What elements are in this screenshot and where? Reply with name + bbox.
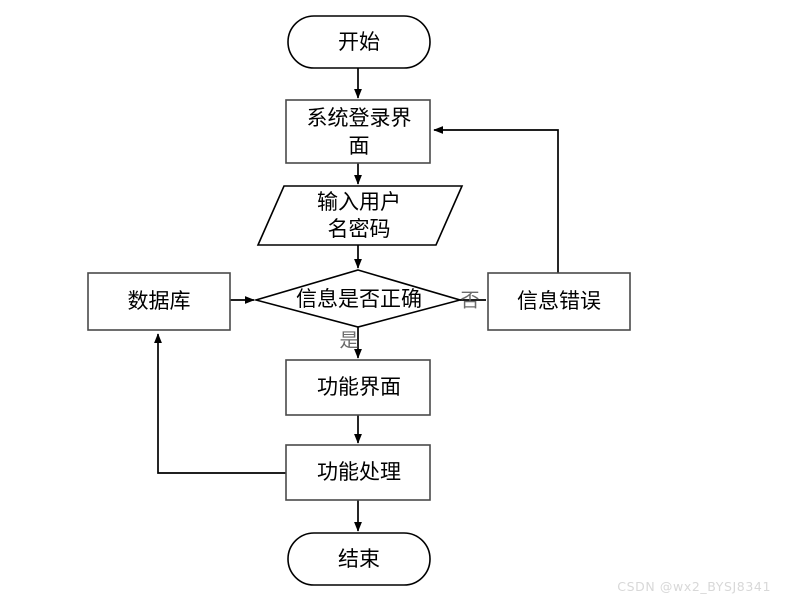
edge-error-to-login: [433, 126, 559, 273]
node-function-ui[interactable]: 功能界面: [285, 359, 431, 416]
edge-label-yes: 是: [339, 330, 358, 352]
node-database[interactable]: 数据库: [87, 272, 231, 331]
function-ui-label: 功能界面: [317, 375, 401, 399]
node-start[interactable]: 开始: [287, 15, 431, 69]
error-box-shape: [487, 272, 631, 331]
decision-diamond-shape: [253, 269, 463, 328]
start-terminator-shape: [287, 15, 431, 69]
decision-label: 信息是否正确: [296, 287, 422, 311]
function-process-box-shape: [285, 444, 431, 501]
function-ui-box-shape: [285, 359, 431, 416]
node-error-message[interactable]: 信息错误: [487, 272, 631, 331]
login-ui-box-shape: [285, 99, 431, 164]
node-decision-info-correct[interactable]: 信息是否正确: [253, 269, 463, 328]
error-label: 信息错误: [517, 289, 601, 313]
csdn-watermark: CSDN @wx2_BYSJ8341: [617, 579, 771, 594]
start-label: 开始: [338, 30, 380, 54]
node-end[interactable]: 结束: [287, 532, 431, 586]
input-parallelogram-shape: [256, 185, 464, 246]
end-terminator-shape: [287, 532, 431, 586]
connector-layer: [154, 68, 559, 532]
input-label-line2: 名密码: [328, 217, 391, 241]
node-input-credentials[interactable]: 输入用户 名密码: [256, 185, 464, 246]
node-login-ui[interactable]: 系统登录界 面: [285, 99, 431, 164]
edge-funcproc-to-database: [154, 333, 286, 474]
login-ui-label-line1: 系统登录界: [307, 106, 412, 130]
end-label: 结束: [338, 547, 380, 571]
edge-label-no: 否: [460, 290, 479, 312]
login-ui-label-line2: 面: [349, 134, 370, 158]
node-function-process[interactable]: 功能处理: [285, 444, 431, 501]
input-label-line1: 输入用户: [317, 190, 401, 214]
database-box-shape: [87, 272, 231, 331]
function-process-label: 功能处理: [317, 460, 401, 484]
database-label: 数据库: [128, 289, 191, 313]
